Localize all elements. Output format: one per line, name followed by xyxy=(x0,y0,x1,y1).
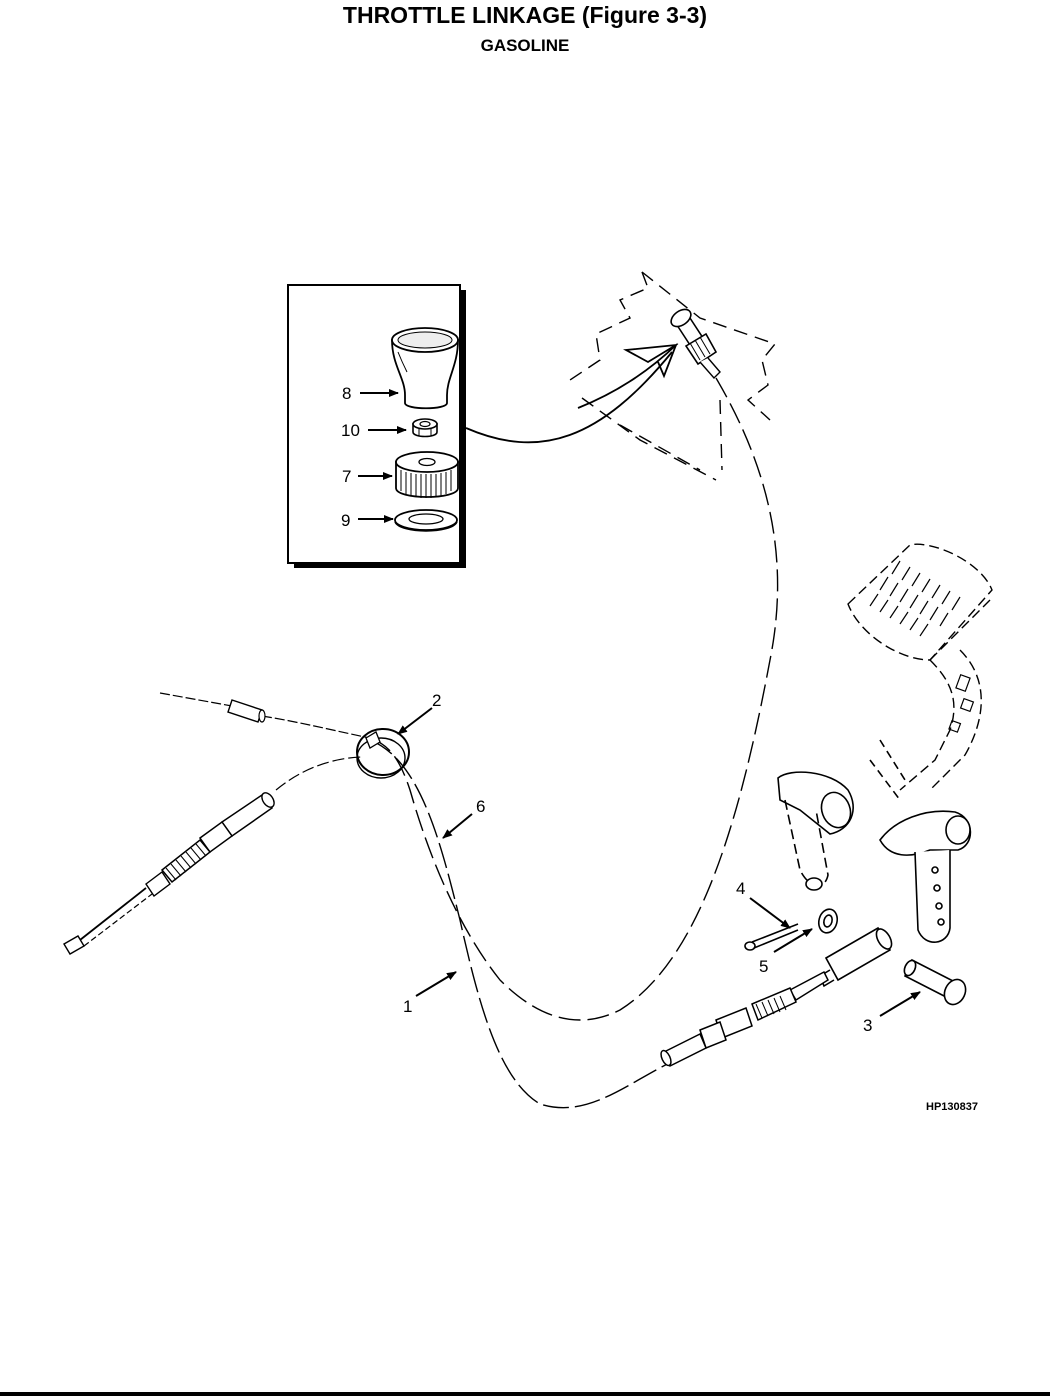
figure-id: HP130837 xyxy=(926,1101,978,1113)
throttle-knob-part xyxy=(391,327,459,410)
throttle-cable-dashed xyxy=(369,377,779,1021)
cable-clamp xyxy=(356,728,410,779)
callout-1: 1 xyxy=(403,997,412,1016)
knob-parts-inset: 8 10 7 9 xyxy=(287,284,466,568)
detail-arrow xyxy=(465,342,679,444)
clevis-washer xyxy=(817,908,839,934)
accelerator-pedal xyxy=(847,543,993,791)
cable-clevis xyxy=(819,926,893,988)
dash-throttle-knob xyxy=(670,308,721,380)
callout-arrows xyxy=(397,707,921,1017)
pedal-bracket xyxy=(777,739,972,943)
callout-5: 5 xyxy=(759,957,768,976)
callout-6: 6 xyxy=(476,797,485,816)
page-subtitle: GASOLINE xyxy=(480,36,570,55)
callout-3: 3 xyxy=(863,1016,872,1035)
callout-4: 4 xyxy=(736,879,745,898)
washer-part xyxy=(394,509,458,532)
bottom-rule xyxy=(0,1392,1050,1396)
knurled-nut-part xyxy=(395,451,459,498)
callout-7: 7 xyxy=(342,467,351,486)
dashboard-outline xyxy=(569,271,777,481)
callout-2: 2 xyxy=(432,691,441,710)
pedal-cable-end xyxy=(660,970,829,1068)
callout-9: 9 xyxy=(341,511,350,530)
page-title: THROTTLE LINKAGE (Figure 3-3) xyxy=(342,2,708,28)
callout-8: 8 xyxy=(342,384,351,403)
accelerator-cable xyxy=(369,739,681,1109)
nut-part xyxy=(412,418,438,438)
callout-10: 10 xyxy=(341,421,360,440)
clevis-pin xyxy=(903,958,967,1006)
engine-cable-end xyxy=(63,699,275,955)
cable-wire-upper xyxy=(159,692,371,739)
